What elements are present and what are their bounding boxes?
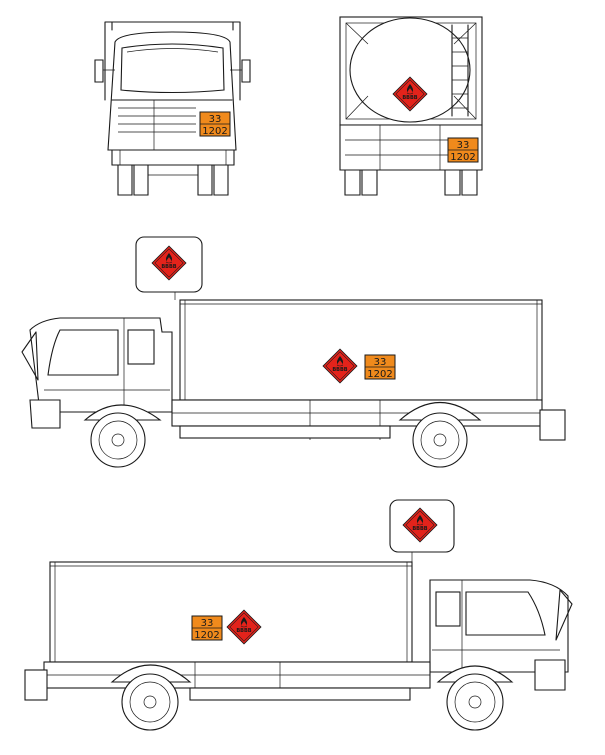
front-hazard-plate: 33 1202 (199, 111, 231, 137)
left-callout-diamond: BBBB (151, 245, 187, 281)
left-side-view: BBBB BBBB (21, 236, 566, 468)
rear-diamond-text: BBBB (402, 95, 417, 101)
right-callout-box: BBBB (389, 499, 455, 580)
right-plate-hazard-id: 33 (201, 618, 214, 629)
rear-plate-hazard-id: 33 (457, 140, 470, 151)
right-side-hazard-diamond: BBBB (226, 609, 262, 645)
rear-hazard-diamond: BBBB (392, 76, 428, 112)
right-side-diamond-text: BBBB (236, 628, 251, 634)
rear-view: BBBB 33 1202 (339, 16, 483, 196)
rear-hazard-plate: 33 1202 (447, 137, 479, 163)
left-callout-diamond-text: BBBB (161, 264, 176, 270)
left-callout-box: BBBB (135, 236, 203, 300)
left-side-hazard-plate: 33 1202 (364, 354, 396, 380)
rear-plate-un-number: 1202 (450, 152, 475, 163)
right-plate-un-number: 1202 (194, 630, 219, 641)
left-plate-hazard-id: 33 (374, 357, 387, 368)
left-plate-un-number: 1202 (367, 369, 392, 380)
left-side-diamond-text: BBBB (332, 367, 347, 373)
front-plate-un-number: 1202 (202, 126, 227, 137)
left-side-hazard-diamond: BBBB (322, 348, 358, 384)
right-callout-diamond-text: BBBB (412, 526, 427, 532)
front-view: 33 1202 (94, 21, 251, 196)
front-plate-hazard-id: 33 (209, 114, 222, 125)
right-callout-diamond: BBBB (402, 507, 438, 543)
right-side-hazard-plate: 33 1202 (191, 615, 223, 641)
right-side-view: BBBB (24, 499, 573, 731)
